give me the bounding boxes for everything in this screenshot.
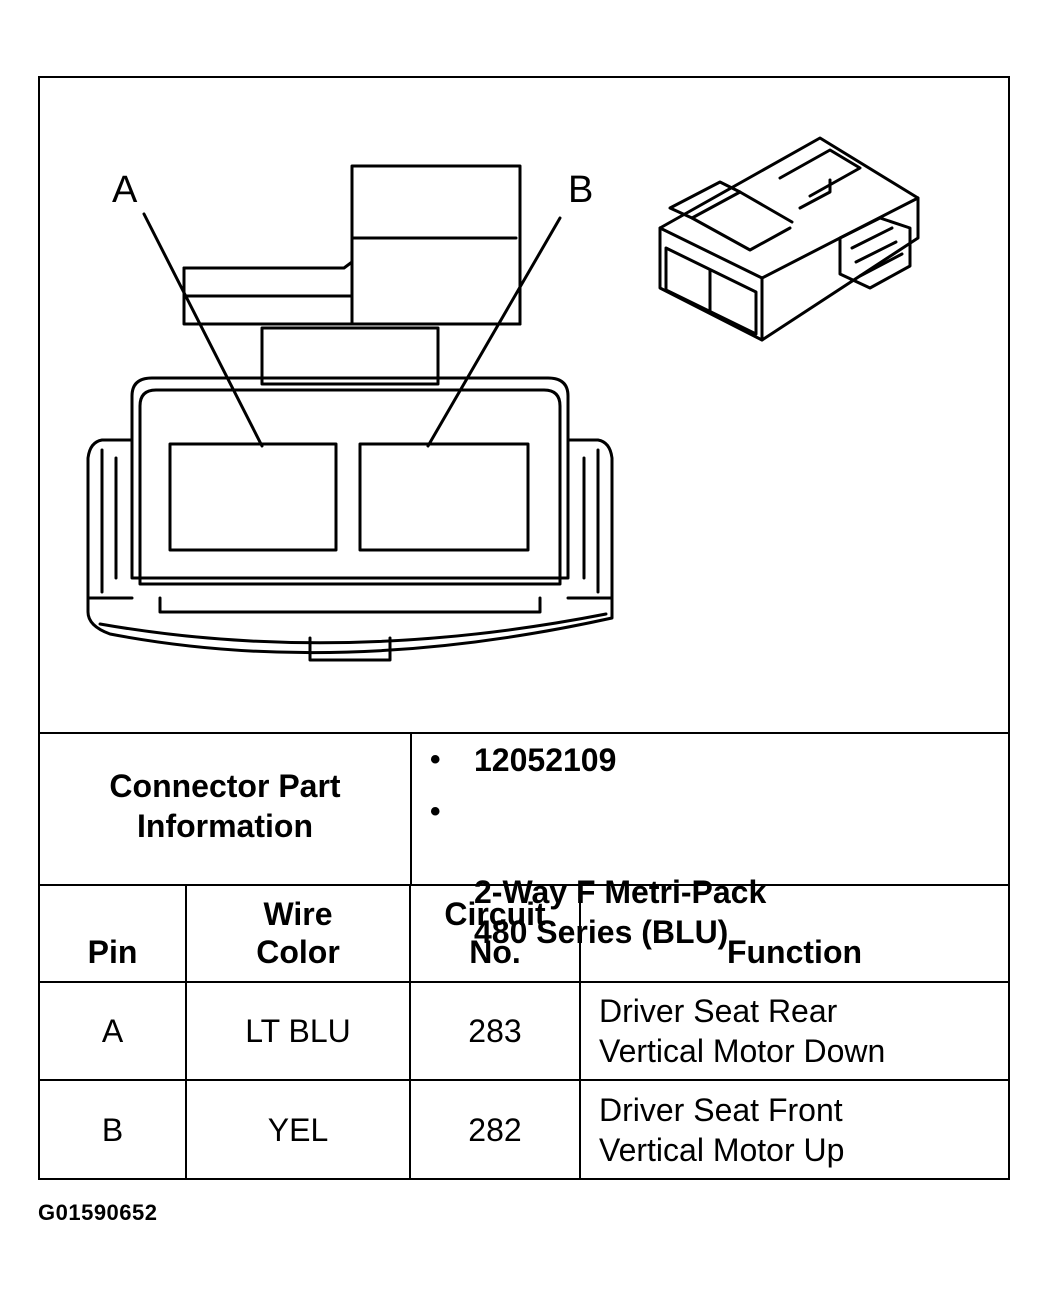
cell-pin: B (40, 1079, 187, 1178)
connector-part-info-label-cell: Connector Part Information (40, 734, 412, 884)
connector-isometric-view (658, 136, 920, 342)
cell-circuit: 283 (409, 980, 581, 1082)
pin-label-b: B (568, 169, 593, 211)
part-number: 12052109 (474, 742, 617, 778)
part-number-item: • 12052109 (430, 740, 617, 780)
bullet-icon: • (430, 795, 441, 828)
leader-line-a (142, 212, 264, 448)
connector-part-info: Connector Part Information • 12052109 • … (40, 732, 1008, 950)
cavity-b (358, 442, 530, 552)
header-circuit-no: Circuit No. (409, 884, 581, 983)
cell-pin: A (40, 980, 187, 1082)
cavity-a (168, 442, 338, 552)
figure-code: G01590652 (38, 1200, 158, 1225)
connector-part-info-label: Connector Part Information (109, 768, 341, 844)
header-pin: Pin (40, 884, 187, 983)
cell-wire-color: YEL (185, 1079, 411, 1178)
table-row: A LT BLU 283 Driver Seat Rear Vertical M… (40, 980, 1008, 1082)
cell-function: Driver Seat Rear Vertical Motor Down (579, 980, 1008, 1082)
header-wire-color: Wire Color (185, 884, 411, 983)
leader-line-b (426, 216, 562, 448)
header-function: Function (579, 884, 1008, 983)
bullet-icon: • (430, 743, 441, 776)
diagram-frame: A B Connector Part Information • 1205210… (38, 76, 1010, 1180)
cell-function: Driver Seat Front Vertical Motor Up (579, 1079, 1008, 1178)
cell-circuit: 282 (409, 1079, 581, 1178)
cell-wire-color: LT BLU (185, 980, 411, 1082)
table-row: B YEL 282 Driver Seat Front Vertical Mot… (40, 1079, 1008, 1178)
connector-face-view (86, 164, 614, 662)
connector-illustration: A B (86, 136, 920, 662)
connector-part-info-list: • 12052109 • 2-Way F Metri-Pack 480 Seri… (412, 734, 1008, 950)
pin-table-header: Pin Wire Color Circuit No. Function (40, 884, 1008, 983)
pin-label-a: A (112, 169, 138, 211)
pin-table: Pin Wire Color Circuit No. Function A LT… (40, 884, 1008, 1178)
